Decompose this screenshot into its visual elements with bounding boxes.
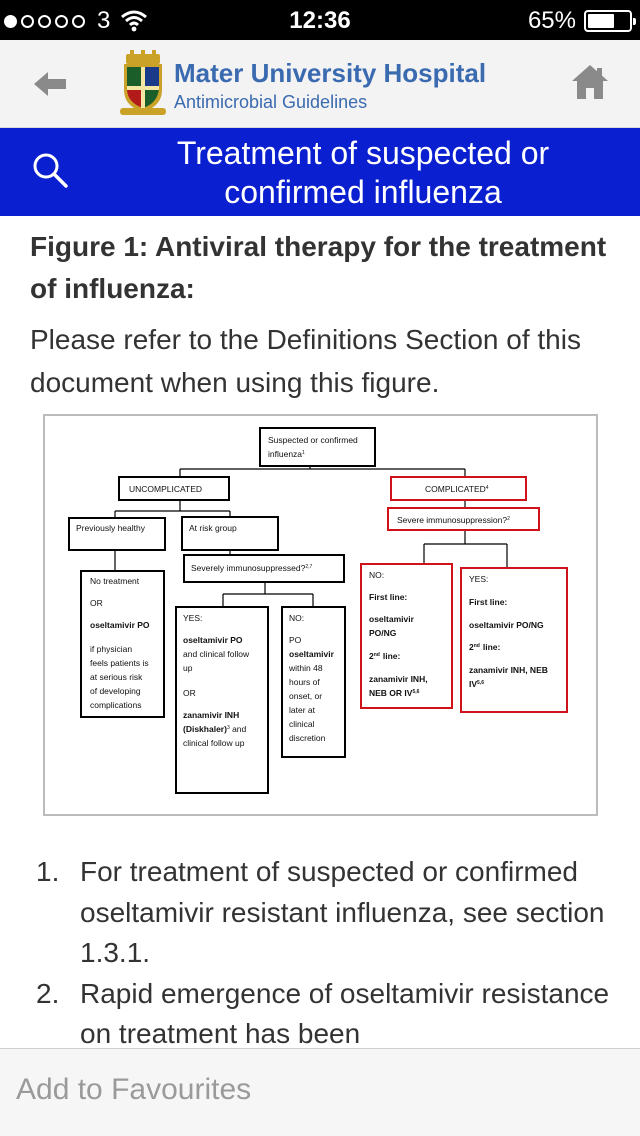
signal-dot-icon — [55, 14, 68, 28]
fc-yes-line: clinical follow up — [183, 738, 245, 748]
fc-ph-line: complications — [90, 700, 142, 710]
fc-comp-yes-iv: IV5,6 — [469, 679, 484, 689]
flowchart-figure: Suspected or confirmed influenza1 UNCOMP… — [43, 414, 598, 816]
fc-root-line1: Suspected or confirmed — [268, 435, 358, 445]
fc-complicated: COMPLICATED4 — [425, 484, 489, 494]
header-bar: Mater University Hospital Antimicrobial … — [0, 40, 640, 128]
signal-area: 3 — [4, 7, 148, 35]
clock: 12:36 — [289, 7, 351, 34]
fc-no-line: hours of — [289, 677, 320, 687]
flowchart-svg: Suspected or confirmed influenza1 UNCOMP… — [68, 427, 568, 794]
battery-fill — [588, 14, 614, 28]
status-bar: 3 12:36 65% — [0, 0, 640, 40]
fc-comp-yes-line: YES: — [469, 574, 488, 584]
fc-comp-no-line: PO/NG — [369, 628, 397, 638]
hospital-crest-icon — [120, 50, 166, 115]
fc-no-line: within 48 — [288, 663, 323, 673]
fc-previously-healthy: Previously healthy — [76, 523, 146, 533]
fc-yes-line: and clinical follow — [183, 649, 250, 659]
fc-no-line: oseltamivir — [289, 649, 335, 659]
fc-severe-immunosuppression: Severe immunosuppression?2 — [397, 515, 510, 525]
fc-comp-yes-line: First line: — [469, 597, 507, 607]
fc-no-line: clinical — [289, 719, 315, 729]
signal-dot-icon — [4, 14, 17, 28]
fc-no-line: later at — [289, 705, 316, 715]
fc-uncomplicated: UNCOMPLICATED — [129, 484, 202, 494]
search-icon[interactable] — [30, 150, 70, 190]
fc-no-line: PO — [289, 635, 302, 645]
add-to-favourites-button[interactable]: Add to Favourites — [16, 1073, 252, 1106]
fc-root-line2: influenza1 — [268, 449, 305, 459]
list-item-number: 2. — [36, 977, 60, 1009]
fc-ph-line: if physician — [90, 644, 132, 654]
back-arrow-icon[interactable] — [30, 68, 70, 100]
wifi-icon — [121, 10, 148, 32]
battery-area: 65% — [527, 7, 636, 35]
list-item: 1. For treatment of suspected or confirm… — [30, 852, 620, 974]
home-icon[interactable] — [570, 62, 610, 102]
fc-comp-no-iv: NEB OR IV5,6 — [369, 688, 420, 698]
list-item-text: For treatment of suspected or confirmed … — [80, 856, 605, 968]
footer-bar: Add to Favourites — [0, 1048, 640, 1136]
fc-yes-line: OR — [183, 688, 196, 698]
fc-comp-no-line: NO: — [369, 570, 384, 580]
intro-text: Please refer to the Definitions Section … — [30, 324, 581, 398]
fc-ph-line: oseltamivir PO — [90, 620, 150, 630]
signal-dot-icon — [72, 14, 85, 28]
fc-yes-line: oseltamivir PO — [183, 635, 243, 645]
fc-comp-no-line: oseltamivir — [369, 614, 415, 624]
list-item-text: Rapid emergence of oseltamivir resistanc… — [80, 977, 610, 1049]
list-item: 2. Rapid emergence of oseltamivir resist… — [30, 974, 620, 1049]
fc-ph-line: of developing — [90, 686, 141, 696]
page-title: Treatment of suspected or confirmed infl… — [110, 134, 616, 212]
footnotes-list: 1. For treatment of suspected or confirm… — [30, 852, 620, 1048]
page-title-bar: Treatment of suspected or confirmed infl… — [0, 128, 640, 216]
fc-at-risk: At risk group — [189, 523, 237, 533]
app-subtitle: Antimicrobial Guidelines — [174, 92, 368, 112]
page-title-line: confirmed influenza — [224, 174, 502, 210]
fc-comp-no-line: zanamivir INH, — [369, 674, 428, 684]
content-area[interactable]: Figure 1: Antiviral therapy for the trea… — [0, 216, 640, 1048]
fc-severely-immunosuppressed: Severely immunosuppressed?2,7 — [191, 563, 313, 573]
page-title-line: Treatment of suspected or — [176, 135, 550, 171]
fc-yes-line: up — [183, 663, 193, 673]
list-item-number: 1. — [36, 856, 60, 887]
battery-percent: 65% — [527, 7, 576, 34]
fc-ph-line: feels patients is — [90, 658, 149, 668]
fc-ph-line: OR — [90, 598, 103, 608]
fc-comp-no-line: First line: — [369, 592, 407, 602]
fc-no-line: discretion — [289, 733, 326, 743]
fc-comp-yes-line: oseltamivir PO/NG — [469, 620, 544, 630]
fc-yes-line: YES: — [183, 613, 202, 623]
hospital-name: Mater University Hospital — [174, 58, 487, 88]
signal-dot-icon — [21, 14, 34, 28]
fc-comp-yes-line: zanamivir INH, NEB — [469, 665, 548, 675]
fc-yes-diskhaler: (Diskhaler)3 and — [183, 724, 247, 734]
carrier-name: 3 — [97, 7, 111, 34]
fc-no-line: onset, or — [289, 691, 322, 701]
signal-dot-icon — [38, 14, 51, 28]
figure-title: Figure 1: Antiviral therapy for the trea… — [30, 231, 607, 304]
fc-no-line: NO: — [289, 613, 304, 623]
fc-yes-line: zanamivir INH — [183, 710, 239, 720]
fc-ph-line: No treatment — [90, 576, 140, 586]
battery-icon — [584, 10, 636, 32]
fc-ph-line: at serious risk — [90, 672, 143, 682]
